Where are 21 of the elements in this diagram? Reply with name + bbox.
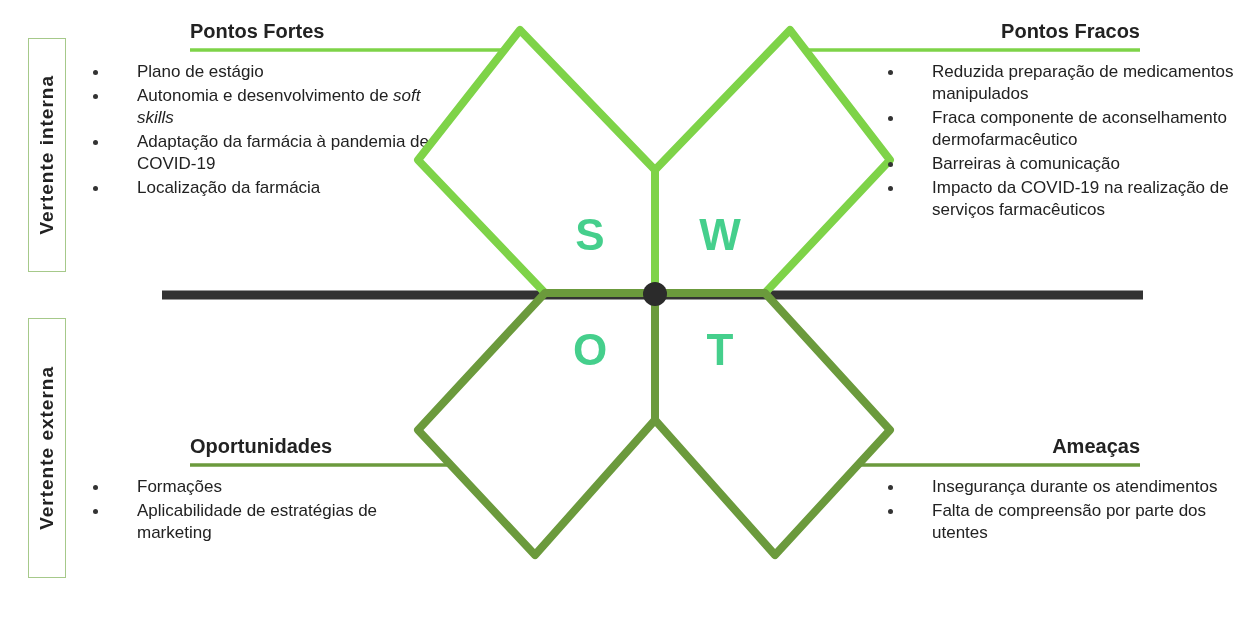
section-heading: Pontos Fracos xyxy=(1001,20,1140,44)
list-item: Impacto da COVID-19 na realização de serviços farmacêuticos xyxy=(932,177,1230,221)
quadrant-letter: O xyxy=(572,325,608,375)
section-heading: Oportunidades xyxy=(190,435,333,459)
list-item: Falta de compreensão por parte dos utentes xyxy=(932,500,1208,544)
section-heading: Pontos Fortes xyxy=(190,20,325,44)
list-item: Aplicabilidade de estratégias de marketing xyxy=(137,500,379,544)
list-item: Insegurança durante os atendimentos xyxy=(932,476,1219,498)
section-heading: Ameaças xyxy=(1052,435,1140,459)
category-box: Vertente interna xyxy=(28,38,66,272)
list-item: Fraca componente de aconselhamento dermofarmacêutico xyxy=(932,107,1228,151)
quadrant-letter: S xyxy=(575,210,605,260)
category-box: Vertente externa xyxy=(28,318,66,578)
list-item: Localização da farmácia xyxy=(137,177,322,199)
quadrant-letter: W xyxy=(699,210,741,260)
list-item: Plano de estágio xyxy=(137,61,265,83)
quadrant-letter: T xyxy=(706,325,734,375)
list-item: Autonomia e desenvolvimento de soft skills xyxy=(137,85,422,129)
list-item: Reduzida preparação de medicamentos manipulados xyxy=(932,61,1235,105)
list-item: Formações xyxy=(137,476,224,498)
list-item: Barreiras à comunicação xyxy=(932,153,1122,175)
